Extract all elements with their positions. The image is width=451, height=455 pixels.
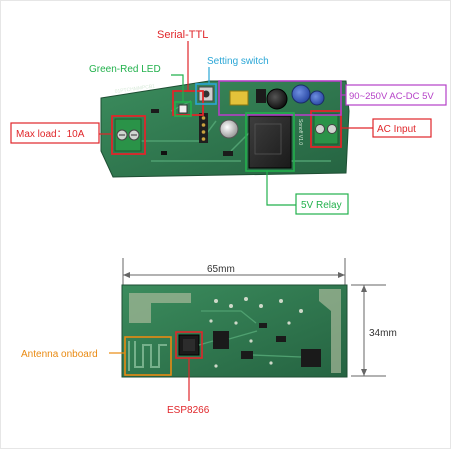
relay-box bbox=[245, 112, 295, 172]
inductor-yellow bbox=[229, 90, 249, 106]
antenna-box bbox=[124, 336, 172, 376]
setting-switch-box bbox=[195, 83, 217, 105]
width-dimension bbox=[122, 258, 346, 286]
esp8266-label: ESP8266 bbox=[167, 405, 210, 416]
bottom-traces bbox=[198, 310, 302, 358]
antenna-trace bbox=[128, 341, 167, 371]
height-dimension-label: 34mm bbox=[369, 328, 397, 339]
antenna-label: Antenna onboard bbox=[21, 349, 98, 360]
ac-dc-box bbox=[218, 80, 342, 116]
silk-label-2: Sonoff V1.0 bbox=[297, 119, 303, 145]
max-load-label-frame bbox=[10, 122, 100, 144]
load-terminal bbox=[114, 118, 142, 152]
capacitor-black bbox=[266, 88, 288, 110]
serial-header bbox=[199, 113, 208, 143]
flash-chip bbox=[213, 331, 229, 349]
capacitor-blue bbox=[291, 84, 311, 104]
vias bbox=[209, 297, 303, 368]
led-component bbox=[178, 104, 188, 114]
silk-label-1: 01PTCHMMPCB1 bbox=[114, 83, 155, 95]
ac-terminal bbox=[313, 113, 339, 145]
relay-component bbox=[248, 115, 292, 169]
max-load-box bbox=[111, 115, 146, 155]
acdc-label-frame bbox=[345, 84, 447, 106]
relay-label: 5V Relay bbox=[301, 200, 342, 211]
ac-input-label: AC Input bbox=[377, 124, 416, 135]
ac-input-label-frame bbox=[372, 118, 432, 138]
capacitor-silver bbox=[219, 119, 239, 139]
capacitor-blue-small bbox=[309, 90, 325, 106]
acdc-label: 90~250V AC-DC 5V bbox=[349, 91, 434, 102]
green-red-led-label: Green-Red LED bbox=[89, 64, 161, 75]
serial-ttl-label: Serial-TTL bbox=[157, 29, 208, 41]
setting-switch-label: Setting switch bbox=[207, 56, 269, 67]
height-dimension bbox=[351, 284, 386, 377]
copper-pour-right bbox=[319, 289, 341, 373]
relay-label-frame bbox=[295, 193, 349, 215]
width-dimension-label: 65mm bbox=[207, 264, 235, 275]
relay-leader bbox=[266, 171, 296, 206]
copper-pour-left bbox=[129, 293, 191, 323]
led-leader bbox=[171, 74, 184, 102]
ac-input-box bbox=[310, 110, 342, 148]
max-load-label: Max load：10A bbox=[16, 129, 85, 140]
bottom-board bbox=[121, 284, 348, 378]
ic-chip-right bbox=[301, 349, 321, 367]
top-board: 01PTCHMMPCB1 Sonoff V1.0 bbox=[100, 80, 350, 178]
